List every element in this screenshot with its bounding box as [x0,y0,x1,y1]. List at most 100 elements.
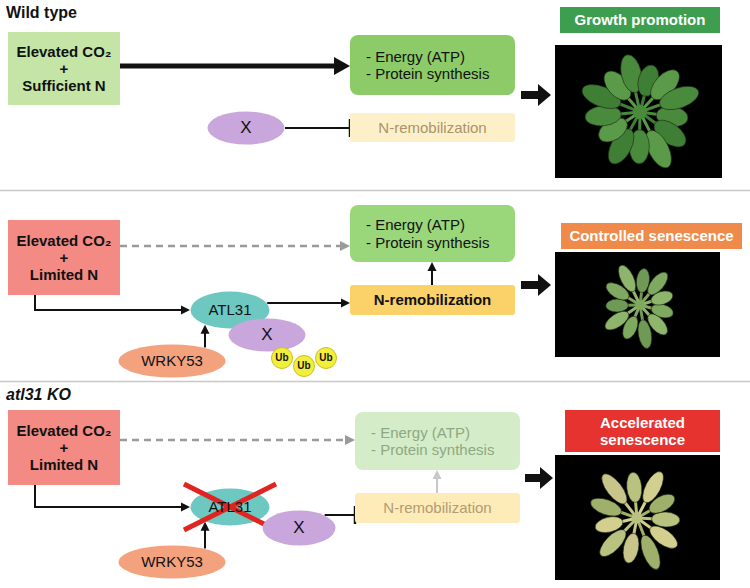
node-text: X [240,118,251,138]
node-text: Growth promotion [575,11,706,28]
text-line: Elevated CO₂ [16,422,111,439]
arrow-head [334,57,350,75]
outcome-banner: Growth promotion [560,7,720,32]
node-text: Elevated CO₂ + Limited N [16,232,111,284]
connector-line [204,528,206,548]
result-arrow [525,467,553,489]
node-text: ATL31 [208,301,251,318]
arrow-head [341,299,350,308]
protein-ellipse: X [207,111,285,145]
leaf-blade [594,514,625,535]
connector [267,299,350,308]
connector-line [120,439,348,442]
arrow-head [428,262,437,271]
plant-photo [555,252,720,357]
ubiquitin-circle: Ub [293,355,315,377]
node-fill [316,348,337,369]
outcome-banner: Accelerated senescence [565,410,720,453]
process-box: - Energy (ATP)- Protein synthesis [355,412,520,470]
connector [35,295,190,315]
node-text: X [261,325,272,345]
plant-leaf [637,82,702,122]
node-text: - Protein synthesis [366,65,489,82]
connector [120,435,355,445]
connector-line [120,64,339,69]
node-text: N-remobilization [383,499,491,516]
node-text: WRKY53 [141,352,203,369]
ubiquitin-circle: Ub [271,347,293,369]
process-box: N-remobilization [350,113,515,142]
leaf-blade [649,288,675,307]
photo-background [555,455,720,580]
connector [285,119,350,137]
arrow-head [433,470,442,479]
leaf-blade [636,319,654,350]
text-line: + [16,249,111,266]
photo-background [555,45,722,178]
plant-leaf [602,300,644,334]
connector [35,485,190,512]
text-line: Accelerated [600,414,685,431]
node-fill [208,112,285,145]
condition-box: Elevated CO₂ + Limited N [8,410,120,485]
node-text: ATL31 [208,498,251,515]
plant-photo [555,455,720,580]
protein-ellipse: WRKY53 [118,344,226,378]
protein-ellipse: X [228,318,306,352]
connector [120,57,350,75]
panel-separator [0,381,750,383]
connector-line [120,245,343,248]
node-text: - Protein synthesis [366,234,489,251]
connector-line [267,302,344,304]
plant-center [632,513,643,524]
text-line: senescence [600,431,685,448]
arrow-head [345,435,355,445]
plant-leaf [633,512,681,553]
connector [433,470,442,493]
arrow-head [181,306,190,315]
text-line: Sufficient N [16,77,111,94]
plant-photo [555,45,722,178]
arrow-head [340,241,350,251]
protein-ellipse: WRKY53 [118,545,226,579]
connector [120,241,350,251]
process-box: - Energy (ATP)- Protein synthesis [350,35,515,95]
node-text: WRKY53 [141,553,203,570]
knockout-cross [184,484,276,530]
leaf-blade [656,82,701,115]
knockout-cross [184,484,276,530]
connector-line [285,127,350,129]
text-line: Elevated CO₂ [16,232,111,249]
text-line: Elevated CO₂ [16,43,111,60]
node-fill [294,356,315,377]
node-text: N-remobilization [374,291,492,308]
leaf-blade [646,490,678,517]
node-text: X [293,518,304,538]
panel-separator [0,190,750,192]
text-line: + [16,60,111,77]
connector-line [325,514,355,516]
node-text: - Energy (ATP) [371,424,470,441]
protein-ellipse: ATL31 [190,488,270,526]
node-text: Elevated CO₂ + Limited N [16,422,111,474]
connector-line [35,295,184,310]
arrow-head [181,503,190,512]
node-text: Ub [275,352,288,364]
text-line: Limited N [16,456,111,473]
node-text: Ub [319,352,332,364]
node-text: Elevated CO₂ + Sufficient N [16,43,111,95]
outcome-banner: Controlled senescence [561,223,741,248]
arrow-head [201,325,210,334]
leaf-blade [606,299,629,313]
connector-line [35,485,184,507]
condition-box: Elevated CO₂ + Limited N [8,220,120,295]
leaf-blade [651,511,680,527]
leaf-blade [637,533,664,572]
node-text: - Energy (ATP) [366,216,465,233]
process-box: - Energy (ATP)- Protein synthesis [350,205,515,262]
condition-box: Elevated CO₂ + Sufficient N [8,32,120,105]
plant-center [635,300,644,309]
protein-ellipse: X [262,510,336,546]
plant-leaf [597,470,643,523]
